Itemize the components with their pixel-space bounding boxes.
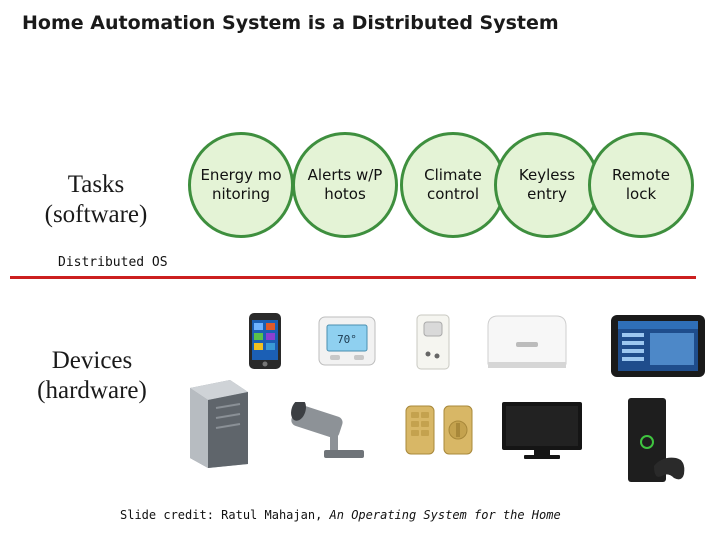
tablet-icon — [611, 315, 705, 377]
media-hub-icon — [487, 315, 567, 368]
svg-text:70°: 70° — [337, 333, 357, 346]
smartphone-icon — [249, 313, 281, 369]
server-icon — [190, 380, 248, 468]
devices-hardware-label: Devices (hardware) — [37, 347, 147, 404]
distributed-os-divider — [10, 276, 696, 279]
television-icon — [502, 402, 582, 459]
task-remote-lock: Remote lock — [588, 132, 694, 238]
security-camera-icon — [291, 402, 364, 458]
task-keyless-entry: Keyless entry — [494, 132, 600, 238]
task-energy-monitoring: Energy monitoring — [188, 132, 294, 238]
motion-sensor-icon — [416, 314, 450, 370]
distributed-os-label: Distributed OS — [58, 255, 168, 270]
task-alerts-photos: Alerts w/Photos — [292, 132, 398, 238]
tasks-software-label: Tasks (software) — [44, 171, 148, 228]
task-climate-control: Climate control — [400, 132, 506, 238]
door-lock-icon — [405, 405, 473, 455]
game-console-icon — [628, 398, 685, 482]
thermostat-icon: 70° — [318, 316, 376, 366]
slide-title: Home Automation System is a Distributed … — [22, 12, 559, 34]
slide-credit: Slide credit: Ratul Mahajan, An Operatin… — [120, 508, 561, 522]
